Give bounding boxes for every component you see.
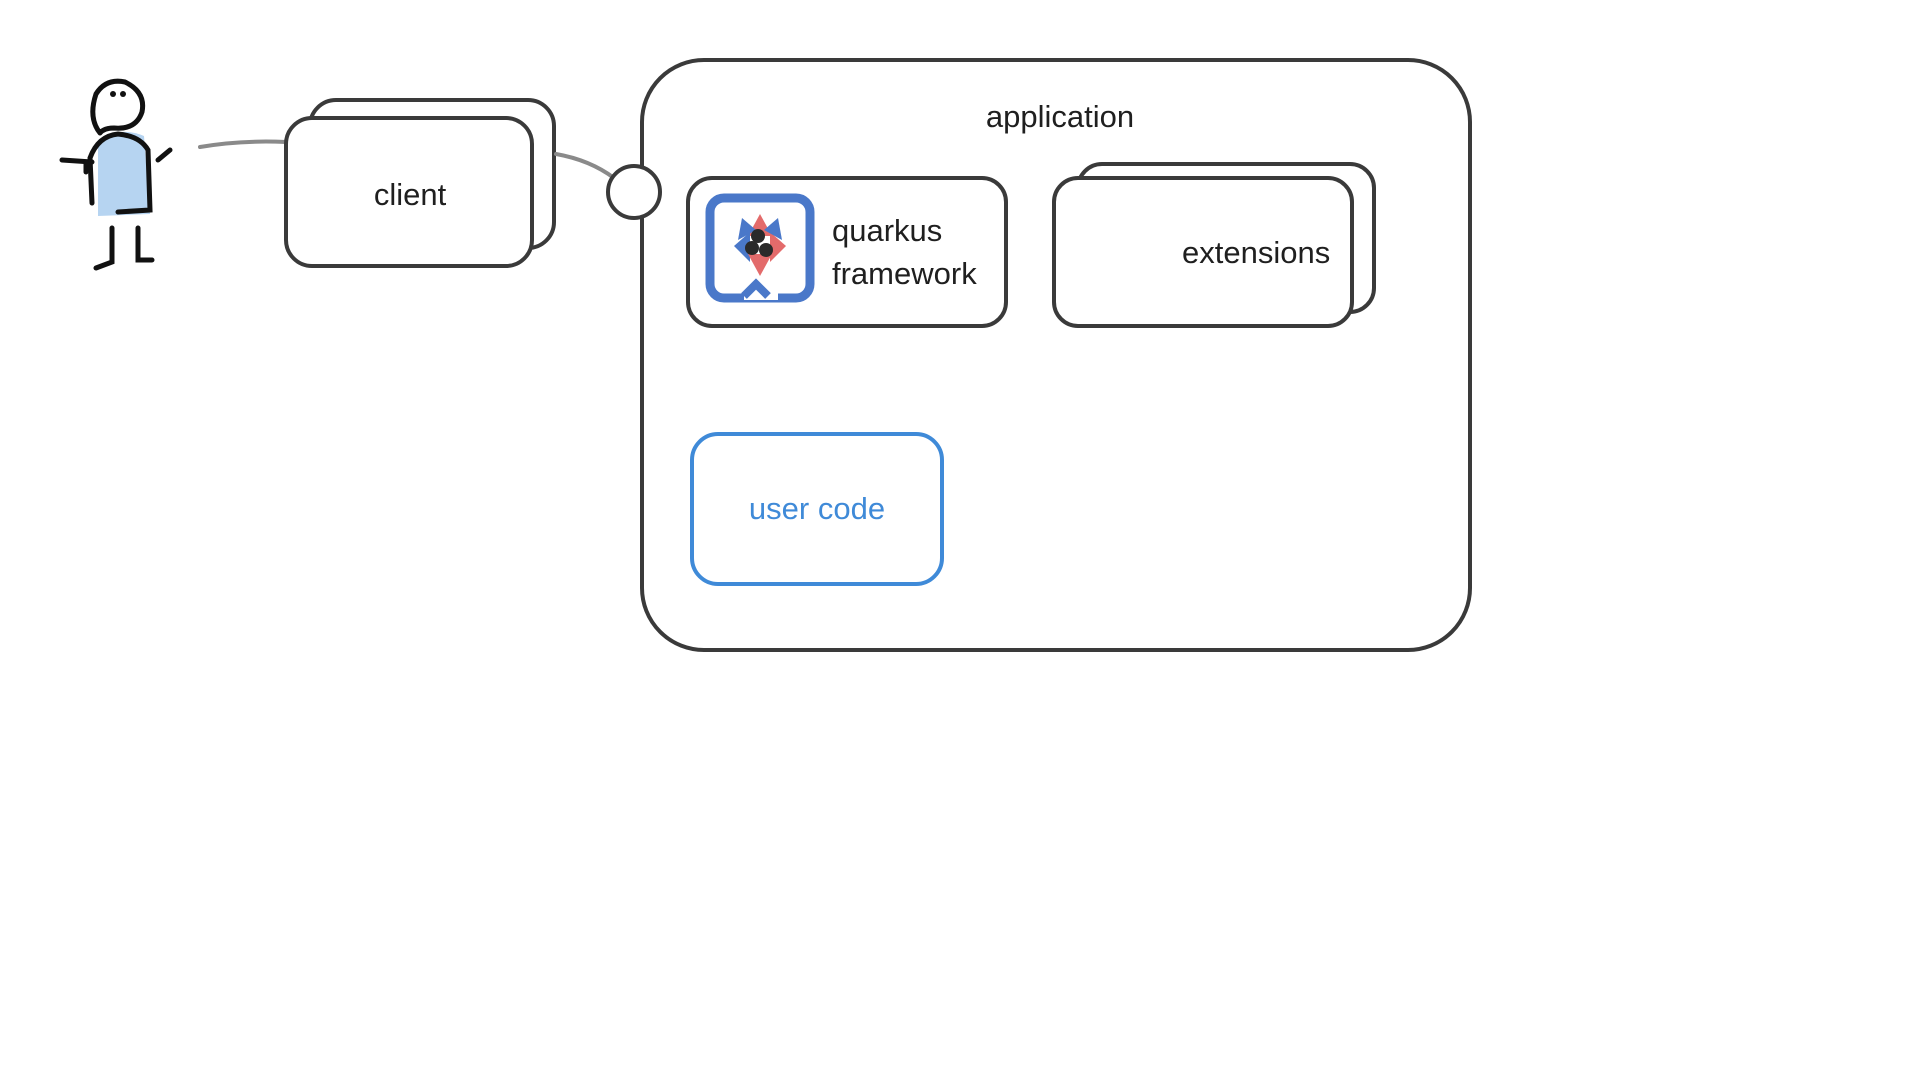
- connector-client-application: [554, 152, 616, 180]
- quarkus-framework-line2: framework: [832, 256, 977, 292]
- client-box: [284, 116, 534, 268]
- application-label: application: [985, 99, 1135, 134]
- stick-figure-person-icon: [59, 78, 173, 271]
- user-code-box: [690, 432, 944, 586]
- user-code-label: user code: [748, 491, 886, 526]
- application-port: [606, 164, 662, 220]
- connector-person-client: [198, 139, 288, 149]
- quarkus-framework-label: quarkus framework: [832, 213, 977, 292]
- extensions-label: extensions: [1182, 235, 1331, 270]
- quarkus-framework-line1: quarkus: [832, 213, 943, 248]
- quarkus-logo-icon: [705, 193, 815, 303]
- client-label: client: [373, 177, 447, 212]
- extensions-box: [1052, 176, 1354, 328]
